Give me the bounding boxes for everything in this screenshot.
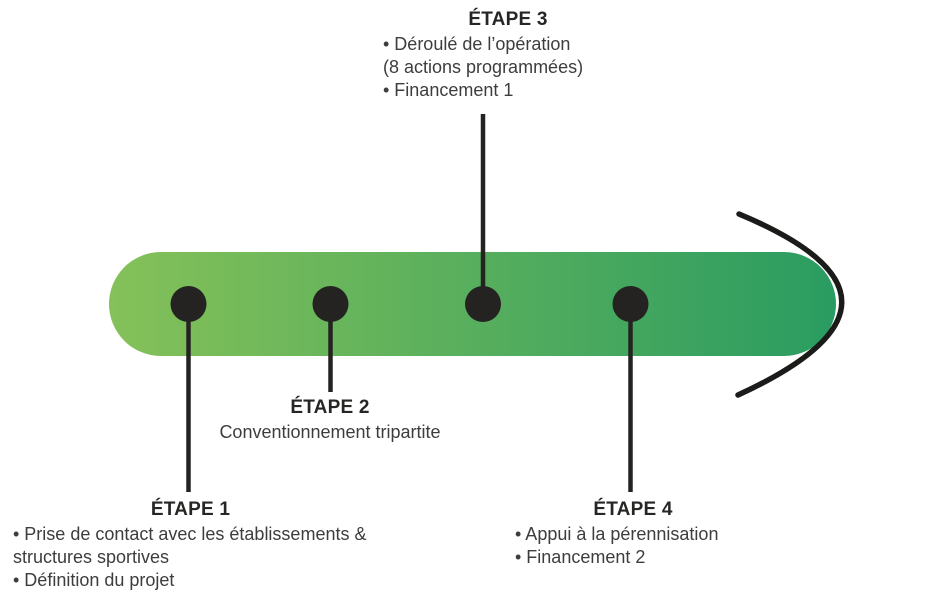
step-1-marker-dot	[170, 286, 207, 322]
step-3-line: • Déroulé de l’opération	[383, 34, 571, 54]
step-1-title: ÉTAPE 1	[150, 499, 231, 520]
step-4-line: • Appui à la pérennisation	[515, 524, 719, 544]
step-3-line: (8 actions programmées)	[383, 57, 584, 77]
step-4-marker-dot	[612, 286, 649, 322]
step-4-line: • Financement 2	[515, 547, 646, 567]
step-1-block: ÉTAPE 1 • Prise de contact avec les étab…	[13, 497, 368, 592]
step-2-title: ÉTAPE 2	[290, 397, 370, 418]
step-1-line: structures sportives	[13, 547, 170, 567]
step-1-line: • Prise de contact avec les établissemen…	[13, 524, 367, 544]
step-2-line: Conventionnement tripartite	[219, 422, 441, 442]
step-3-marker-dot	[465, 286, 501, 322]
step-2-block: ÉTAPE 2 Conventionnement tripartite	[205, 395, 455, 444]
step-3-title: ÉTAPE 3	[468, 9, 548, 30]
step-1-line: • Définition du projet	[13, 570, 175, 590]
arrow-curve-icon	[735, 211, 845, 398]
step-2-marker-dot	[312, 286, 349, 322]
step-3-block: ÉTAPE 3 • Déroulé de l’opération (8 acti…	[383, 7, 633, 102]
step-4-title: ÉTAPE 4	[593, 499, 673, 520]
step-4-block: ÉTAPE 4 • Appui à la pérennisation • Fin…	[515, 497, 751, 569]
step-3-line: • Financement 1	[383, 80, 514, 100]
